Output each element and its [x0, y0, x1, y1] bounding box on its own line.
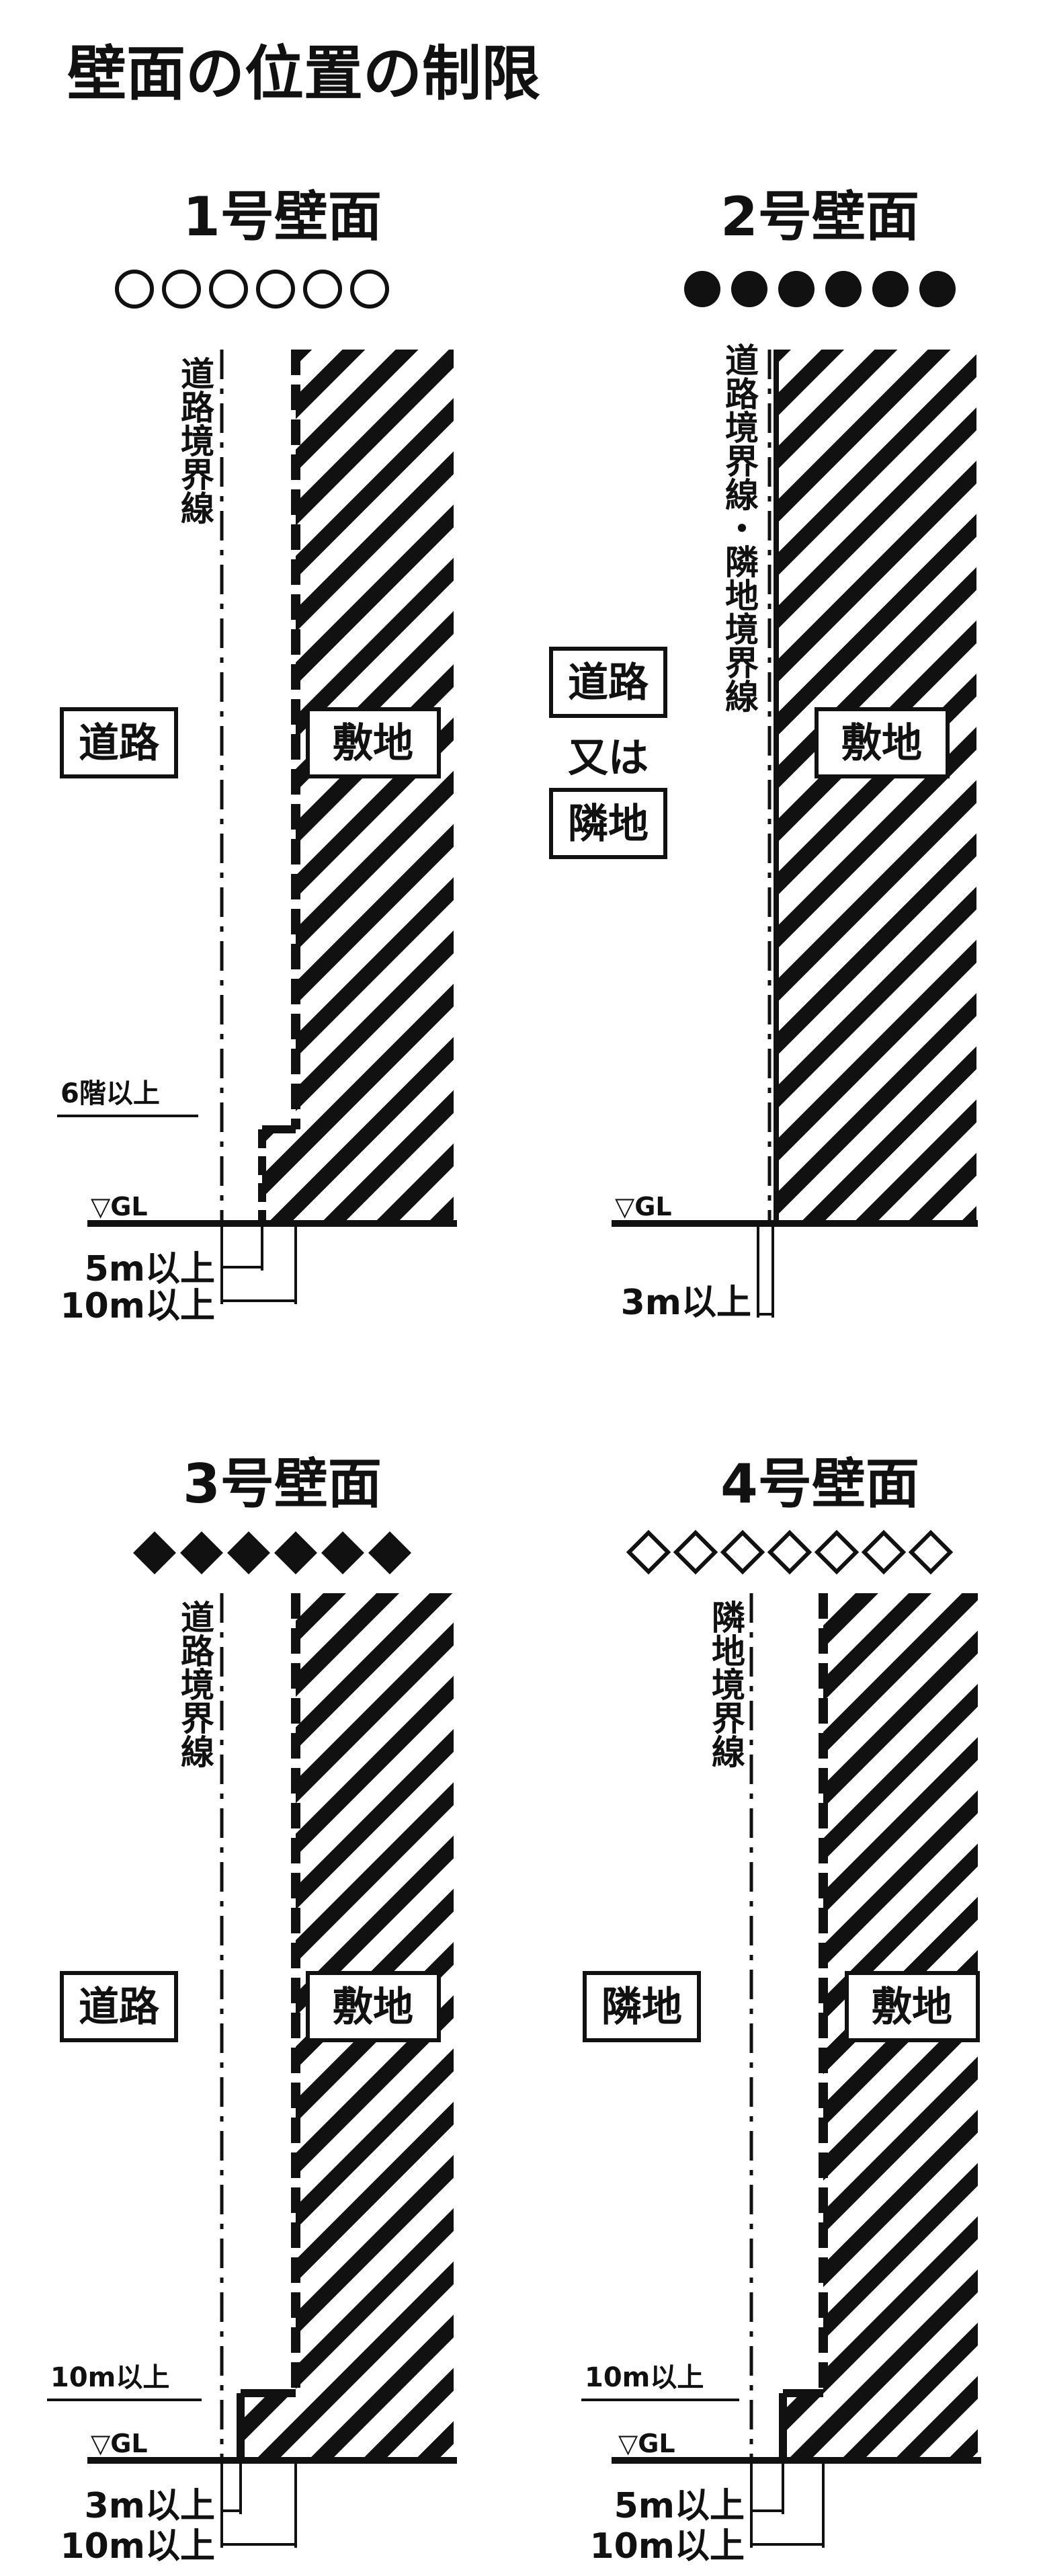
panel-2-title: 2号壁面 [720, 186, 919, 248]
height-label: 10m以上 [50, 2362, 169, 2393]
road-label-box [549, 647, 667, 718]
site-hatch-area [776, 350, 976, 1223]
gl-label: ▽GL [91, 2429, 148, 2458]
panel-4-markers [626, 1529, 954, 1575]
neighbor-label-box [583, 1971, 701, 2042]
panel-3-title: 3号壁面 [183, 1453, 382, 1515]
marker-circle-filled [731, 271, 767, 307]
marker-diamond-filled [368, 1531, 411, 1574]
dim-label-1: 3m以上 [621, 1283, 751, 1323]
dim-label-2: 10m以上 [60, 1286, 215, 1326]
site-label: 敷地 [333, 1984, 413, 2031]
gl-label: ▽GL [618, 2429, 675, 2458]
panel-2-markers [684, 271, 956, 307]
marker-diamond-filled [133, 1531, 176, 1574]
marker-diamond-open [814, 1529, 860, 1575]
marker-circle-open [115, 270, 154, 309]
marker-circle-filled [825, 271, 862, 307]
height-label: 10m以上 [585, 2362, 704, 2393]
panel-4: 4号壁面 隣地境界線 隣地 敷地 10m以上 ▽GL 5m以上 10m以 [581, 1453, 981, 2567]
page-title: 壁面の位置の制限 [67, 39, 540, 108]
neighbor-label: 隣地 [601, 1984, 682, 2031]
marker-diamond-open [626, 1529, 671, 1575]
marker-diamond-open [673, 1529, 718, 1575]
site-hatch-area [262, 350, 454, 1223]
panel-1: 1号壁面 道路境界線 道路 敷地 6階以上 ▽GL 5m以上 10m以上 [57, 186, 457, 1326]
site-label-box [815, 707, 950, 778]
panel-3-markers [133, 1531, 411, 1574]
panel-1-title: 1号壁面 [183, 186, 382, 248]
panel-4-boundary-label: 隣地境界線 [706, 1600, 745, 1768]
marker-circle-filled [684, 271, 720, 307]
site-label-box [306, 707, 441, 778]
marker-diamond-open [908, 1529, 954, 1575]
marker-circle-open [303, 270, 342, 309]
marker-diamond-filled [227, 1531, 270, 1574]
marker-diamond-open [767, 1529, 812, 1575]
site-label: 敷地 [872, 1984, 952, 2031]
dim-label-1: 3m以上 [85, 2486, 215, 2526]
dim-label-1: 5m以上 [614, 2486, 745, 2526]
dim-label-1: 5m以上 [85, 1249, 215, 1289]
site-label: 敷地 [333, 720, 413, 767]
marker-circle-open [209, 270, 248, 309]
dim-label-2: 10m以上 [589, 2526, 745, 2567]
road-label: 道路 [568, 659, 649, 707]
site-label-box [845, 1971, 980, 2042]
marker-circle-open [162, 270, 201, 309]
floor-label: 6階以上 [60, 1078, 160, 1109]
panel-2-boundary-label: 道路境界線・隣地境界線 [720, 343, 759, 713]
gl-label: ▽GL [615, 1192, 672, 1221]
site-label: 敷地 [841, 720, 922, 767]
marker-circle-open [350, 270, 389, 309]
marker-circle-filled [919, 271, 956, 307]
marker-diamond-open [861, 1529, 907, 1575]
panel-1-markers [115, 270, 389, 309]
panel-4-title: 4号壁面 [720, 1453, 919, 1515]
marker-circle-open [256, 270, 295, 309]
dim-label-2: 10m以上 [60, 2526, 215, 2567]
panel-2: 2号壁面 道路境界線・隣地境界線 道路 又は 隣地 敷地 ▽GL 3m以上 [549, 186, 978, 1323]
panel-1-boundary-label: 道路境界線 [175, 356, 214, 524]
marker-diamond-open [720, 1529, 765, 1575]
road-label-box [60, 1971, 178, 2042]
road-label: 道路 [79, 1984, 160, 2031]
or-label: 又は [568, 735, 649, 782]
road-label: 道路 [79, 720, 160, 767]
neighbor-label-box [549, 788, 667, 859]
panel-3: 3号壁面 道路境界線 道路 敷地 10m以上 ▽GL 3m以上 10m以上 [47, 1453, 457, 2567]
marker-diamond-filled [274, 1531, 317, 1574]
marker-diamond-filled [180, 1531, 223, 1574]
marker-circle-filled [872, 271, 909, 307]
site-label-box [306, 1971, 441, 2042]
marker-circle-filled [778, 271, 815, 307]
neighbor-label: 隣地 [568, 801, 649, 848]
gl-label: ▽GL [91, 1192, 148, 1221]
marker-diamond-filled [321, 1531, 364, 1574]
panel-3-boundary-label: 道路境界線 [175, 1600, 214, 1768]
road-label-box [60, 707, 178, 778]
